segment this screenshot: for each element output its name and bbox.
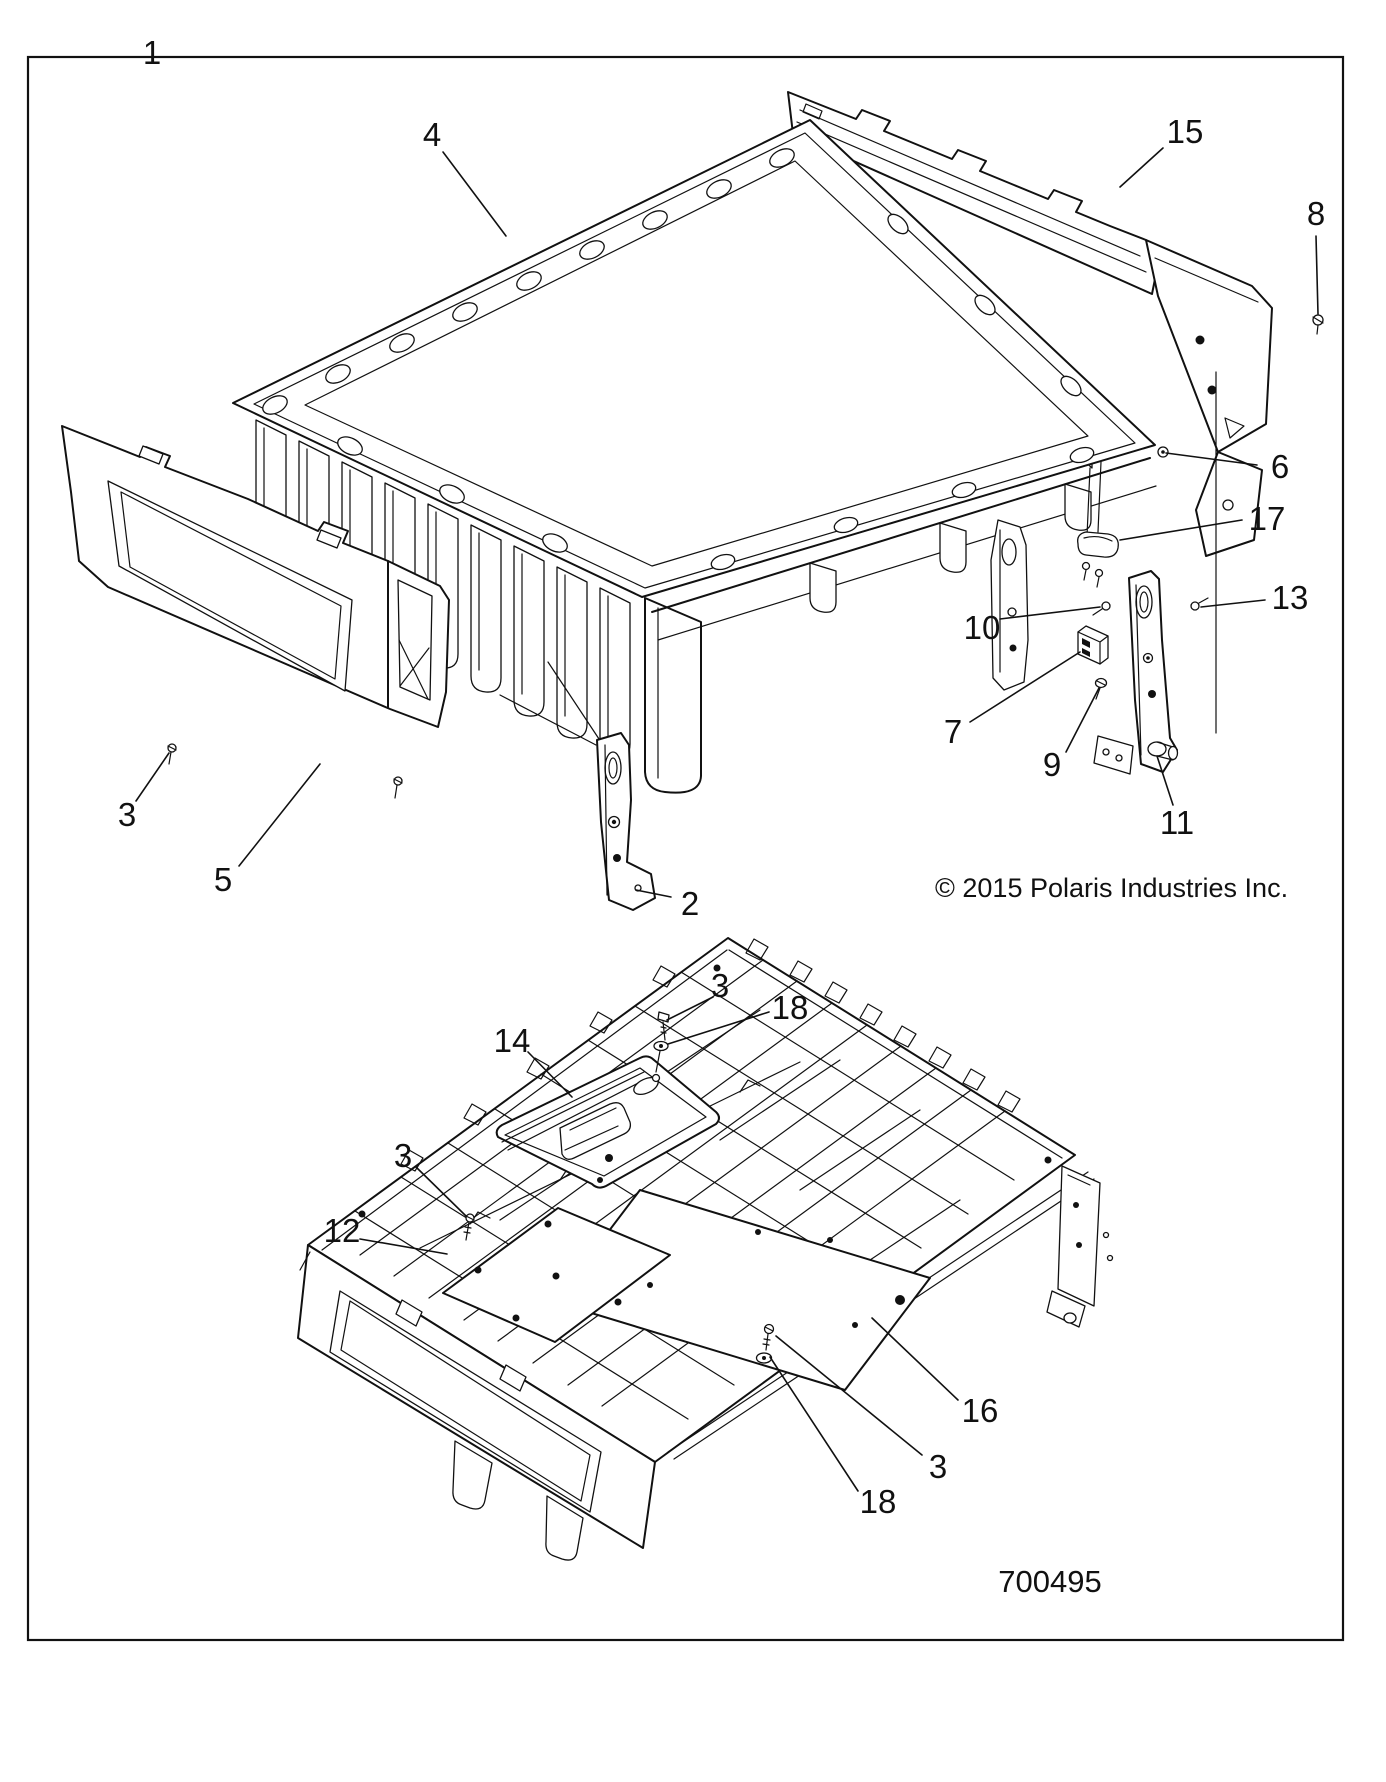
callout-3-plate-screw: 3 [394,1137,412,1174]
callout-9: 9 [1043,746,1061,783]
callout-2: 2 [681,885,699,922]
box-underside-assembly [297,937,1114,1561]
leader-lines [135,147,1319,1492]
box-rim [232,119,1156,598]
cover-plate-14 [495,1011,720,1189]
copyright-notice: © 2015 Polaris Industries Inc. [935,873,1288,903]
callout-8: 8 [1307,195,1325,232]
callout-3-front-panel: 3 [118,796,136,833]
callout-13: 13 [1272,579,1309,616]
callout-18-bottom-washer: 18 [860,1483,897,1520]
callout-17: 17 [1249,500,1286,537]
rear-panel-part [787,91,1273,557]
callout-1: 1 [143,34,161,71]
callout-3-cover-screw: 3 [711,967,729,1004]
drawing-frame [26,55,1345,1642]
callout-11: 11 [1160,804,1194,841]
box-front-right-rail [651,457,1157,641]
latch-hardware-cluster [1077,371,1217,775]
callout-18-top-washer: 18 [772,989,809,1026]
bracket-2 [499,661,656,911]
callout-15: 15 [1167,113,1204,150]
underside-front-panel [297,1244,656,1561]
callout-14: 14 [494,1022,531,1059]
callout-3-skid-screw: 3 [929,1448,947,1485]
clamp-17 [1077,461,1119,588]
callout-10: 10 [964,609,1001,646]
access-plate-12 [442,1207,671,1343]
screw-8 [1312,314,1324,335]
callout-12: 12 [324,1212,361,1249]
front-panel-5 [61,425,450,799]
cargo-box-assembly [61,91,1324,911]
callout-16: 16 [962,1392,999,1429]
drawing-number: 700495 [998,1564,1101,1599]
support-strap [990,519,1029,691]
callout-6: 6 [1271,448,1289,485]
callout-labels: 1 4 15 8 6 17 13 10 7 9 11 2 3 5 3 18 14… [118,34,1325,1520]
callout-7: 7 [944,713,962,750]
callout-4: 4 [423,116,441,153]
callout-5: 5 [214,861,232,898]
